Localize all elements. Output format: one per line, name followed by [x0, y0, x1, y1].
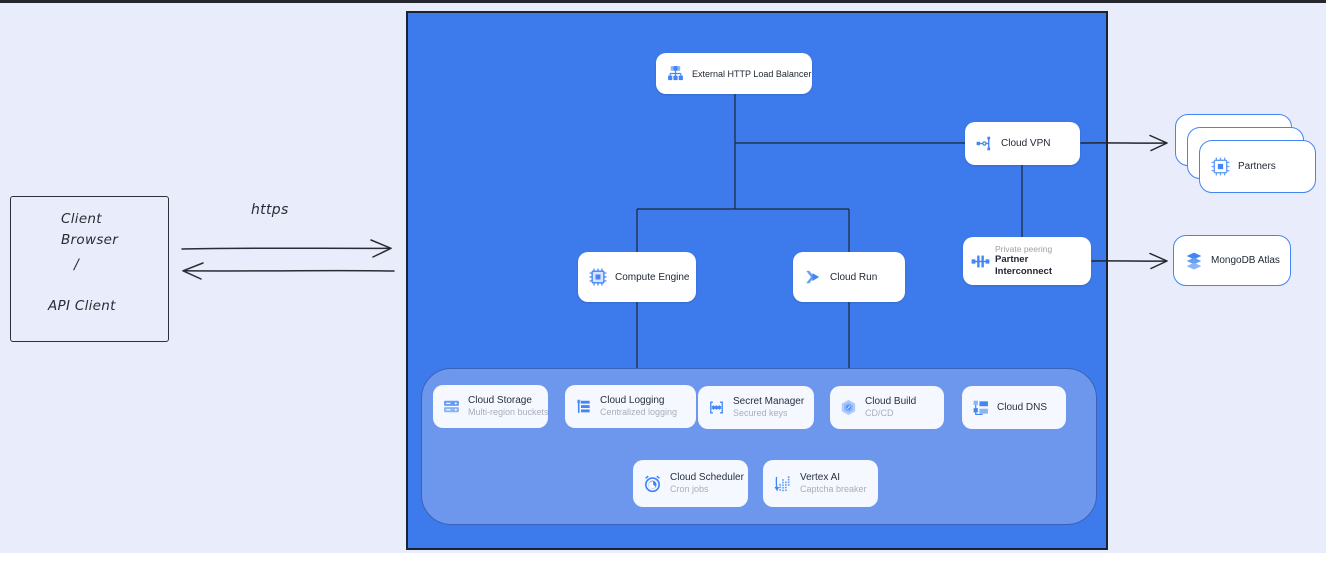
service-cloud-scheduler[interactable]: Cloud Scheduler Cron jobs: [633, 460, 748, 507]
service-label: Cloud Scheduler: [670, 472, 744, 484]
service-sublabel: Secured keys: [733, 408, 788, 419]
cloud-logging-icon: [577, 399, 590, 413]
service-label: Vertex AI: [800, 472, 841, 484]
service-label: Cloud DNS: [997, 402, 1048, 413]
client-label-line1: Client Browser: [61, 211, 119, 248]
service-cloud-logging[interactable]: Cloud Logging Centralized logging: [565, 385, 696, 428]
service-sublabel: CD/CD: [865, 408, 894, 419]
service-label: Secret Manager: [733, 396, 805, 408]
node-label: Cloud Run: [830, 271, 878, 283]
cloud-build-icon: [841, 399, 856, 416]
partner-interconnect-icon: [971, 255, 990, 267]
service-cloud-build[interactable]: Cloud Build CD/CD: [830, 386, 944, 429]
cloud-vpn-icon: [976, 136, 991, 151]
top-border-strip: [0, 0, 1326, 3]
node-compute-engine[interactable]: Compute Engine: [578, 252, 696, 302]
node-label: External HTTP Load Balancer: [692, 68, 812, 79]
cloud-run-icon: [806, 270, 820, 284]
service-secret-manager[interactable]: Secret Manager Secured keys: [698, 386, 814, 429]
node-load-balancer[interactable]: External HTTP Load Balancer: [656, 53, 812, 94]
service-label: Cloud Logging: [600, 395, 665, 407]
node-partner-interconnect[interactable]: Private peering Partner Interconnect: [963, 237, 1091, 285]
vertex-ai-icon: [774, 476, 790, 492]
node-label: Partners: [1238, 161, 1276, 172]
service-sublabel: Multi-region buckets: [468, 407, 549, 418]
service-label: Cloud Storage: [468, 395, 532, 407]
compute-engine-icon: [589, 268, 607, 286]
cloud-storage-icon: [444, 400, 459, 413]
service-sublabel: Captcha breaker: [800, 484, 867, 495]
cloud-scheduler-icon: [645, 475, 660, 493]
cloud-dns-icon: [973, 400, 988, 415]
node-cloud-vpn[interactable]: Cloud VPN: [965, 122, 1080, 165]
client-node[interactable]: Client Browser / API Client: [10, 196, 169, 342]
node-cloud-run[interactable]: Cloud Run: [793, 252, 905, 302]
mongodb-atlas-icon: [1186, 252, 1202, 269]
service-cloud-storage[interactable]: Cloud Storage Multi-region buckets: [433, 385, 549, 428]
https-connection-label: https: [251, 202, 289, 218]
partners-chip-icon: [1211, 157, 1230, 176]
node-sublabel: Private peering: [995, 243, 1053, 254]
node-label: MongoDB Atlas: [1211, 255, 1280, 266]
service-vertex-ai[interactable]: Vertex AI Captcha breaker: [763, 460, 878, 507]
client-label-line3: API Client: [48, 298, 116, 314]
node-partners[interactable]: Partners: [1199, 140, 1316, 193]
service-sublabel: Centralized logging: [600, 407, 678, 418]
service-cloud-dns[interactable]: Cloud DNS: [962, 386, 1066, 429]
service-sublabel: Cron jobs: [670, 484, 709, 495]
load-balancer-icon: [668, 66, 683, 81]
node-label: Cloud VPN: [1001, 138, 1051, 149]
secret-manager-icon: [710, 401, 723, 414]
service-label: Cloud Build: [865, 396, 917, 408]
client-label-line2: /: [74, 257, 80, 273]
node-label: Partner Interconnect: [995, 254, 1053, 278]
node-label: Compute Engine: [615, 271, 690, 283]
node-mongodb-atlas[interactable]: MongoDB Atlas: [1173, 235, 1291, 286]
